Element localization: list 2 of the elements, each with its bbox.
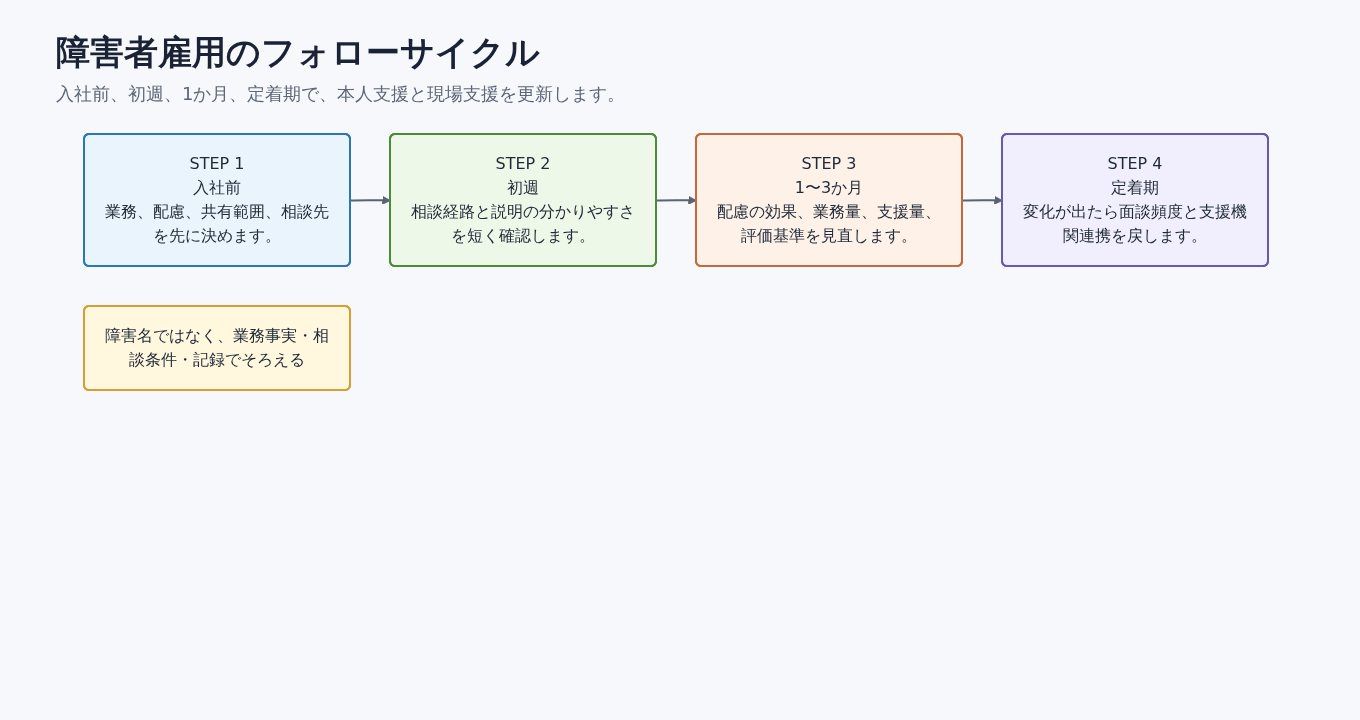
- diagram-title: 障害者雇用のフォローサイクル: [56, 31, 541, 74]
- subtitle-text: 入社前、初週、1か月、定着期で、本人支援と現場支援を更新します。: [56, 82, 627, 106]
